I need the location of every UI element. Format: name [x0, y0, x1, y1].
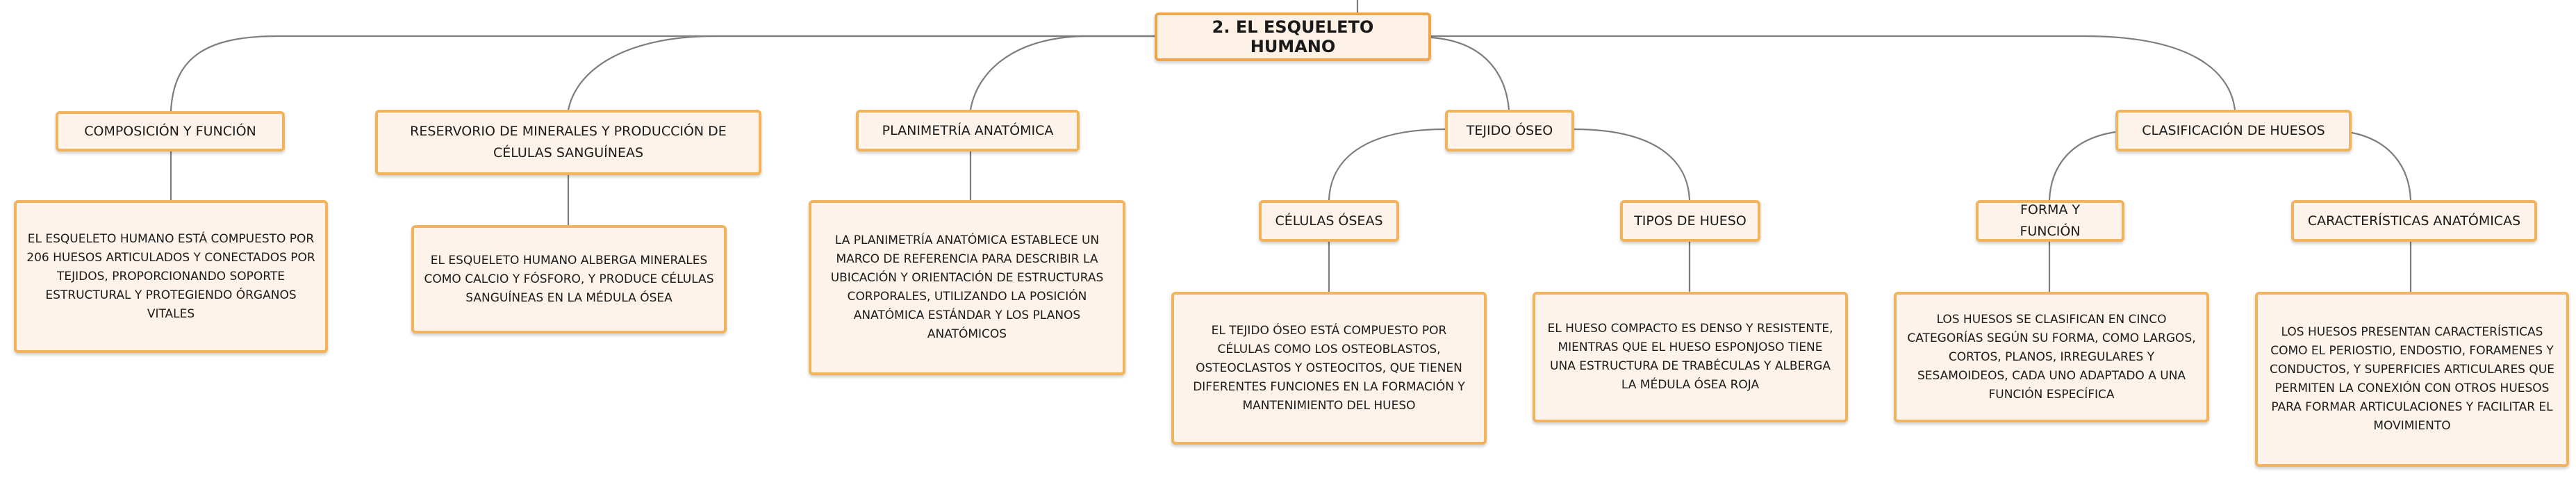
desc-tipos[interactable]: EL HUESO COMPACTO ES DENSO Y RESISTENTE,… — [1533, 292, 1848, 422]
connector-root-reservorio — [567, 35, 1155, 110]
node-forma-label: FORMA Y FUNCIÓN — [2020, 202, 2081, 239]
node-forma[interactable]: FORMA Y FUNCIÓN — [1976, 200, 2124, 242]
node-caracteristicas[interactable]: CARACTERÍSTICAS ANATÓMICAS — [2291, 200, 2537, 242]
root-node-label: 2. EL ESQUELETO HUMANO — [1212, 17, 1374, 56]
node-celulas-label: CÉLULAS ÓSEAS — [1275, 213, 1383, 229]
node-reservorio-label: RESERVORIO DE MINERALES Y PRODUCCIÓN DE … — [410, 124, 727, 160]
connector-root-clasificacion — [1431, 35, 2236, 110]
node-planimetria[interactable]: PLANIMETRÍA ANATÓMICA — [856, 110, 1080, 151]
node-celulas[interactable]: CÉLULAS ÓSEAS — [1259, 200, 1399, 242]
node-composicion-label: COMPOSICIÓN Y FUNCIÓN — [84, 123, 256, 139]
node-caracteristicas-label: CARACTERÍSTICAS ANATÓMICAS — [2307, 213, 2521, 229]
desc-composicion-text: EL ESQUELETO HUMANO ESTÁ COMPUESTO POR 2… — [26, 231, 315, 321]
desc-reservorio[interactable]: EL ESQUELETO HUMANO ALBERGA MINERALES CO… — [411, 225, 727, 333]
node-composicion[interactable]: COMPOSICIÓN Y FUNCIÓN — [56, 111, 285, 151]
node-tejido-label: TEJIDO ÓSEO — [1466, 122, 1553, 138]
desc-reservorio-text: EL ESQUELETO HUMANO ALBERGA MINERALES CO… — [424, 253, 714, 305]
connector-root-planimetria — [969, 35, 1155, 110]
connector-tejido-tipos — [1573, 128, 1691, 201]
root-node[interactable]: 2. EL ESQUELETO HUMANO — [1155, 13, 1431, 61]
desc-caracteristicas[interactable]: LOS HUESOS PRESENTAN CARACTERÍSTICAS COM… — [2255, 292, 2569, 467]
desc-planimetria-text: LA PLANIMETRÍA ANATÓMICA ESTABLECE UN MA… — [830, 233, 1104, 341]
node-clasificacion[interactable]: CLASIFICACIÓN DE HUESOS — [2115, 110, 2352, 151]
desc-celulas[interactable]: EL TEJIDO ÓSEO ESTÁ COMPUESTO POR CÉLULA… — [1171, 292, 1487, 445]
node-tejido[interactable]: TEJIDO ÓSEO — [1445, 110, 1574, 151]
connector-tejido-celulas — [1328, 128, 1446, 201]
node-reservorio[interactable]: RESERVORIO DE MINERALES Y PRODUCCIÓN DE … — [375, 110, 761, 175]
desc-forma[interactable]: LOS HUESOS SE CLASIFICAN EN CINCO CATEGO… — [1894, 292, 2209, 422]
desc-caracteristicas-text: LOS HUESOS PRESENTAN CARACTERÍSTICAS COM… — [2270, 325, 2554, 433]
connector-root-tejido — [1430, 36, 1510, 110]
desc-composicion[interactable]: EL ESQUELETO HUMANO ESTÁ COMPUESTO POR 2… — [14, 200, 328, 353]
node-tipos-label: TIPOS DE HUESO — [1634, 213, 1747, 229]
connector-clasificacion-forma — [2048, 131, 2116, 201]
desc-forma-text: LOS HUESOS SE CLASIFICAN EN CINCO CATEGO… — [1907, 312, 2196, 402]
node-planimetria-label: PLANIMETRÍA ANATÓMICA — [882, 122, 1054, 138]
desc-tipos-text: EL HUESO COMPACTO ES DENSO Y RESISTENTE,… — [1547, 322, 1833, 392]
node-clasificacion-label: CLASIFICACIÓN DE HUESOS — [2142, 122, 2325, 138]
node-tipos[interactable]: TIPOS DE HUESO — [1620, 200, 1760, 242]
desc-planimetria[interactable]: LA PLANIMETRÍA ANATÓMICA ESTABLECE UN MA… — [809, 200, 1125, 375]
connector-clasificacion-caracteristicas — [2347, 131, 2412, 201]
desc-celulas-text: EL TEJIDO ÓSEO ESTÁ COMPUESTO POR CÉLULA… — [1193, 323, 1465, 413]
connector-root-composicion — [170, 35, 1155, 112]
